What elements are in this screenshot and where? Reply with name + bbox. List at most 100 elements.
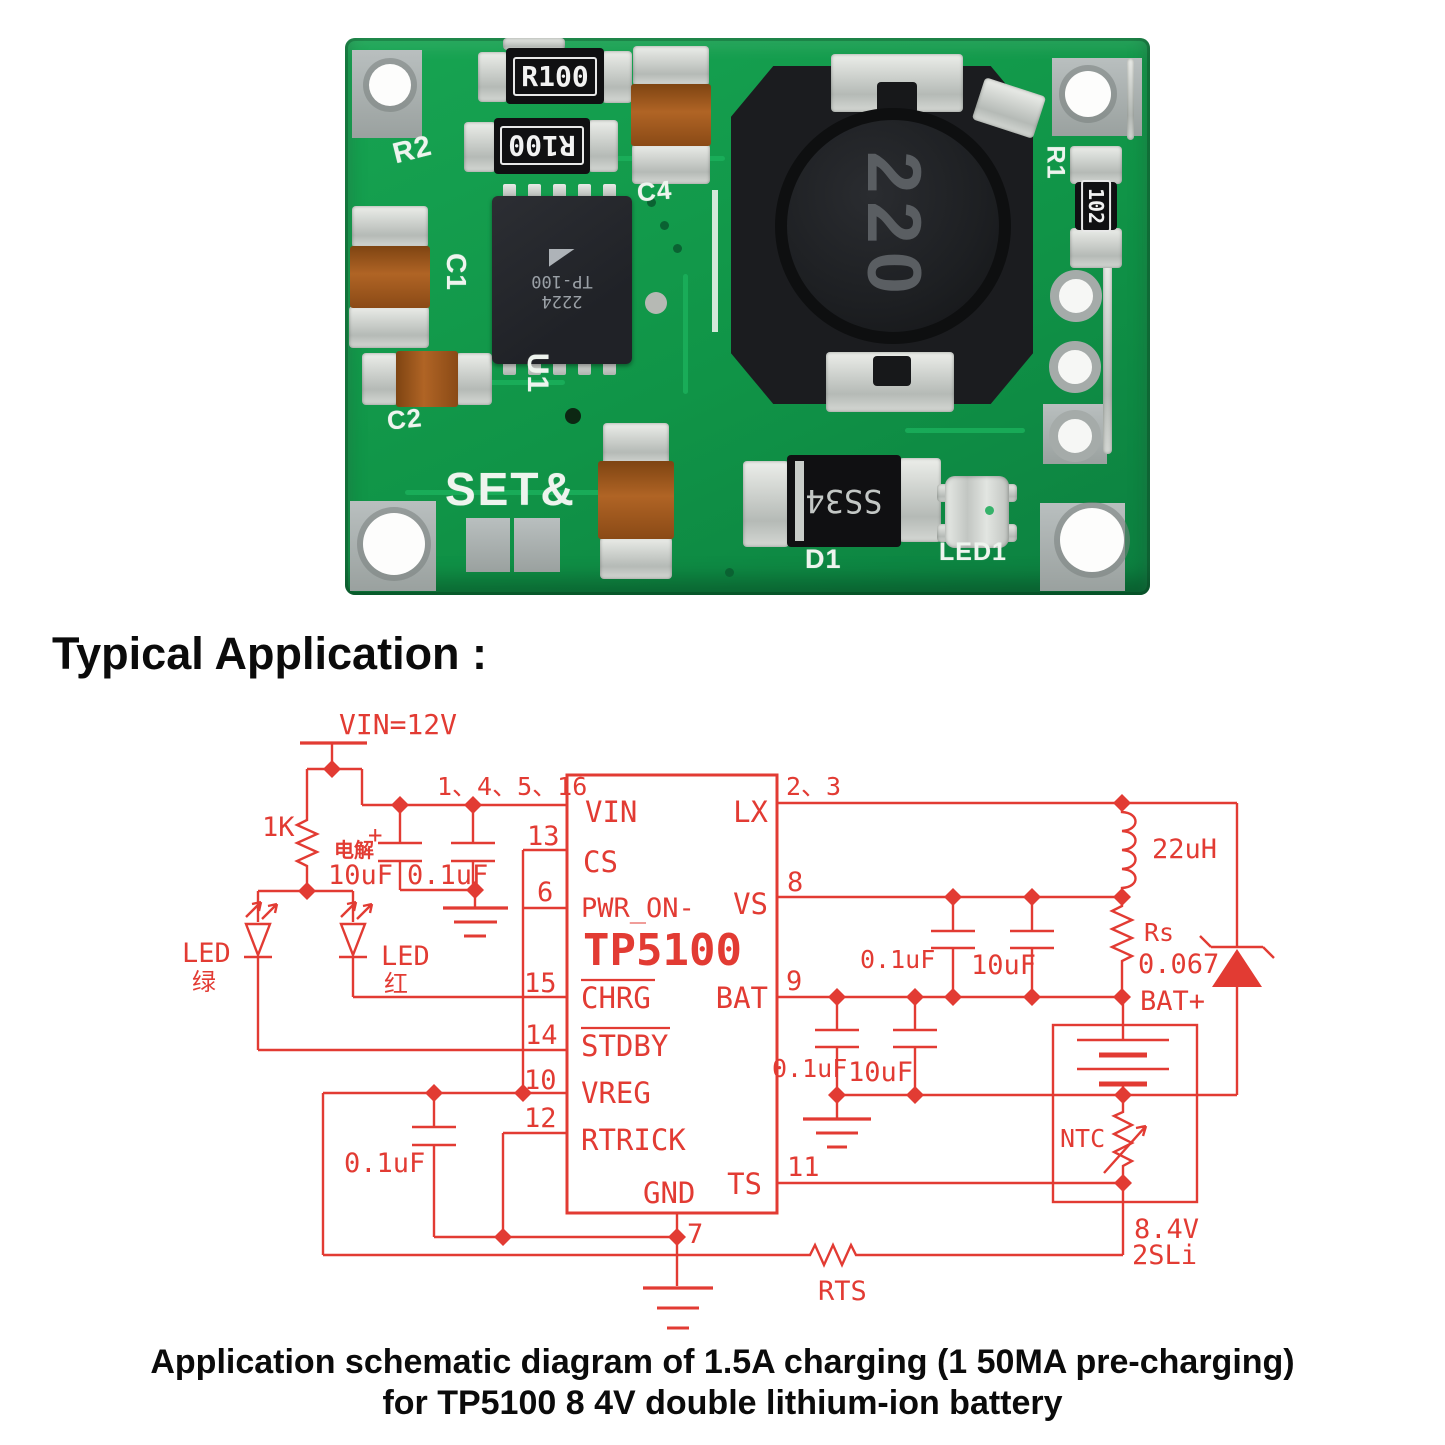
ic-pin-vin: VIN [585,795,637,829]
capacitor-mid [598,461,674,539]
chip-pin [553,184,566,199]
label-cap-bat-01uf: 0.1uF [772,1054,847,1083]
resistor-102: 102 [1075,179,1117,233]
capacitor-c4 [631,84,711,146]
caption-line1: Application schematic diagram of 1.5A ch… [150,1343,1295,1381]
label-rs-value: 0.067 [1138,949,1219,980]
solder-cap [464,122,496,172]
solder-cap [349,306,429,348]
solder-cap [602,51,632,103]
label-22uh: 22uH [1152,834,1217,865]
label-rts: RTS [818,1276,867,1307]
tinned-trace [503,38,565,50]
label-rs: Rs [1144,918,1174,947]
ic-pin-pwr-on: PWR_ON- [581,893,695,924]
label-led-red: LED [381,941,430,972]
label-battery-type: 2SLi [1132,1240,1197,1271]
pin-number-ts: 11 [787,1152,820,1183]
chip-u1: 2224 TP-100 [492,196,632,364]
schematic-junctions [298,760,1262,1246]
pin-number-vin: 1、4、5、16 [437,772,587,801]
pin-number-lx: 2、3 [786,772,841,801]
ic-name: TP5100 [583,925,742,976]
ic-body [565,773,779,1215]
caption: Application schematic diagram of 1.5A ch… [0,1342,1445,1425]
edge-pad [1050,270,1102,322]
solder-cap [588,120,618,172]
capacitor-c1 [350,246,430,308]
silkscreen-led1: LED1 [939,538,1007,566]
set-pad [514,518,560,572]
edge-pad [1049,410,1101,462]
label-led-green: LED [182,938,231,969]
mounting-hole [369,64,411,106]
pcb-trace [405,490,645,495]
resistor-marking: R100 [513,56,597,96]
ic-pin-vreg: VREG [581,1076,651,1110]
pcb-trace [683,274,688,394]
pin-number-rtrick: 12 [524,1103,557,1134]
edge-pad [1049,341,1101,393]
solder-cap [352,206,428,248]
pcb-via [673,244,682,253]
label-cap-10uf-in: 10uF [328,860,393,891]
label-bat-plus: BAT+ [1140,986,1205,1017]
solder-cap [362,353,398,405]
mounting-hole [363,513,425,575]
label-cap-01uf-in: 0.1uF [407,860,488,891]
pin-number-stdby: 14 [525,1020,558,1051]
pcb-via [647,198,656,207]
label-1k: 1K [262,812,295,843]
label-vin-rail: VIN=12V [339,708,457,741]
label-ntc: NTC [1060,1124,1105,1153]
mounting-hole [1060,508,1124,572]
label-battery-voltage: 8.4V [1134,1214,1199,1245]
solder-cap [743,461,789,547]
mounting-hole [1065,71,1111,117]
led1-dot [985,506,994,515]
diode-triangle [1212,949,1262,987]
chip-pin [578,184,591,199]
inductor-tab-notch [873,356,911,386]
silkscreen-line [712,190,718,332]
pin-number-vreg: 10 [524,1065,557,1096]
label-led-green-color: 绿 [192,968,216,996]
solder-cap [456,353,492,405]
section-heading: Typical Application : [52,628,488,679]
chip-pin [528,184,541,199]
pin-number-gnd: 7 [687,1219,703,1250]
solder-cap [478,52,508,102]
ic-pin-bat: BAT [716,981,768,1015]
pcb-via [725,568,734,577]
ic-pin-gnd: GND [643,1176,695,1210]
solder-cap [1070,228,1122,268]
ic-pin-cs: CS [583,845,618,879]
label-elec-cn: 电解 [334,838,374,862]
label-cap-bat-10uf: 10uF [848,1057,913,1088]
ic-pin-ts: TS [727,1167,762,1201]
pin-number-cs: 13 [527,821,560,852]
chip-pin [503,184,516,199]
solder-cap [603,423,669,465]
pin-number-chrg: 15 [524,968,557,999]
tinned-trace [1103,256,1112,454]
pcb-dot [645,292,667,314]
pcb-photo: R100 R100 R2 C4 C1 C2 [345,38,1150,595]
silkscreen-d1: D1 [805,544,842,574]
set-pad [466,518,510,572]
capacitor-c2 [396,351,458,407]
ic-pin-rtrick: RTRICK [581,1123,686,1157]
ic-pin-chrg: CHRG [581,981,651,1015]
pcb-via [660,221,669,230]
label-cap-vs-01uf: 0.1uF [860,945,935,974]
silkscreen-set: SET& [445,463,576,515]
label-cap-vs-10uf: 10uF [971,950,1036,981]
caption-line2: for TP5100 8 4V double lithium-ion batte… [382,1384,1063,1423]
pin-number-vs: 8 [787,867,803,898]
ic-pin-stdby: STDBY [581,1029,668,1063]
ic-pin-vs: VS [733,887,768,921]
tinned-trace [1127,58,1134,140]
chip-pin [603,184,616,199]
solder-cap [632,144,710,184]
